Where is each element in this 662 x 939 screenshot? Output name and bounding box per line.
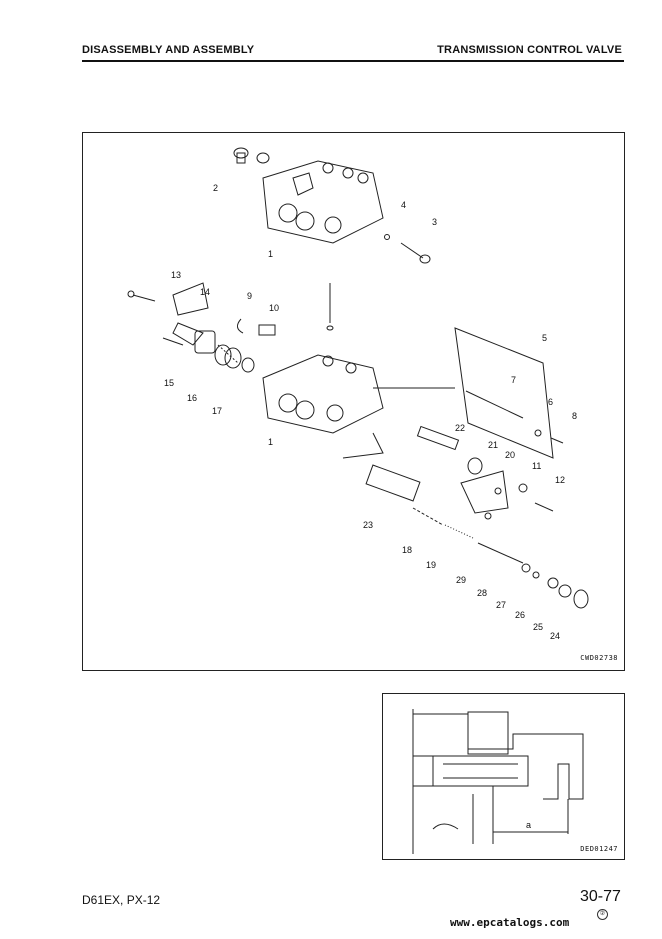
revision-mark: ②: [597, 909, 608, 920]
part-label: 16: [187, 393, 197, 403]
part-label: 1: [268, 249, 273, 259]
upper-valve-body: [262, 160, 384, 244]
sub-assembly-box: [454, 327, 554, 459]
part-label: 11: [532, 461, 541, 471]
part-label: 29: [456, 575, 466, 585]
part-label: 19: [426, 560, 436, 570]
detail-view-frame: a DED01247: [382, 693, 625, 860]
part-label: 23: [363, 520, 373, 530]
part-label: 2: [213, 183, 218, 193]
part-label: 7: [511, 375, 516, 385]
part-label: 28: [477, 588, 487, 598]
part-label: 10: [269, 303, 279, 313]
part-label: 13: [171, 270, 181, 280]
part-label: 27: [496, 600, 506, 610]
part-label: 14: [200, 287, 210, 297]
part-label: 12: [555, 475, 565, 485]
model-name: D61EX, PX-12: [82, 893, 161, 907]
section-header-left: DISASSEMBLY AND ASSEMBLY: [82, 44, 255, 56]
header-rule: [82, 60, 624, 62]
part-label: 15: [164, 378, 174, 388]
detail-view-drawing: a: [412, 709, 584, 854]
part-label: 25: [533, 622, 543, 632]
part-label: 6: [548, 397, 553, 407]
dimension-label: a: [526, 820, 531, 830]
part-label: 1: [268, 437, 273, 447]
part-label: 5: [542, 333, 547, 343]
part-label: 26: [515, 610, 525, 620]
part-label: 24: [550, 631, 560, 641]
part-label: 18: [402, 545, 412, 555]
part-label: 4: [401, 200, 406, 210]
watermark: www.epcatalogs.com: [450, 916, 570, 929]
lower-valve-body: [262, 354, 384, 434]
part-label: 9: [247, 291, 252, 301]
page-number: 30-77: [580, 888, 621, 905]
figure-code: CWD02738: [580, 654, 618, 662]
part-label: 3: [432, 217, 437, 227]
part-label: 8: [572, 411, 577, 421]
bracket-plate: [460, 470, 509, 514]
part-label: 17: [212, 406, 222, 416]
part-label: 21: [488, 440, 498, 450]
section-header-right: TRANSMISSION CONTROL VALVE: [437, 44, 622, 56]
exploded-view-frame: 2 1 3 4 1 5 6 7 8 9 10 11 12 13 14 15 16…: [82, 132, 625, 671]
exploded-view-drawing: 2 1 3 4 1 5 6 7 8 9 10 11 12 13 14 15 16…: [127, 147, 589, 641]
detail-code: DED01247: [580, 845, 618, 853]
part-label: 22: [455, 423, 465, 433]
part-label: 20: [505, 450, 515, 460]
